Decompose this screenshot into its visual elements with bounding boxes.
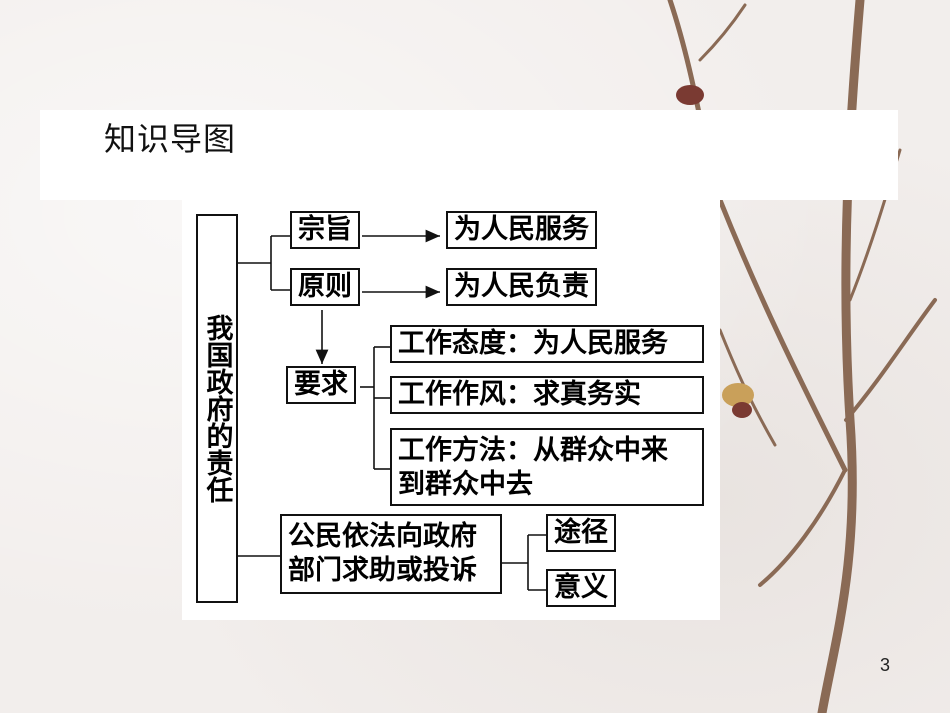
root-label: 我国政府的责任	[201, 314, 233, 503]
node-requirement-attitude: 工作态度：为人民服务	[390, 325, 704, 363]
page-title: 知识导图	[104, 120, 237, 158]
node-yiyi: 意义	[546, 569, 616, 607]
method-line-2: 到群众中去	[398, 469, 533, 500]
citizen-line-2: 部门求助或投诉	[288, 555, 477, 586]
method-line-1: 工作方法：从群众中来	[398, 435, 668, 466]
node-yaoqiu: 要求	[286, 366, 356, 404]
node-zongzhi-target: 为人民服务	[446, 211, 597, 249]
root-box: 我国政府的责任	[196, 214, 238, 603]
header-band	[40, 110, 898, 200]
node-citizen-petition: 公民依法向政府 部门求助或投诉	[280, 514, 502, 594]
page-number: 3	[880, 655, 891, 675]
node-yuanze-target: 为人民负责	[446, 268, 597, 306]
node-requirement-method: 工作方法：从群众中来 到群众中去	[390, 428, 704, 506]
node-requirement-style: 工作作风：求真务实	[390, 376, 704, 414]
node-zongzhi: 宗旨	[290, 211, 360, 249]
citizen-line-1: 公民依法向政府	[288, 521, 477, 552]
node-tujing: 途径	[546, 514, 616, 552]
node-yuanze: 原则	[290, 268, 360, 306]
